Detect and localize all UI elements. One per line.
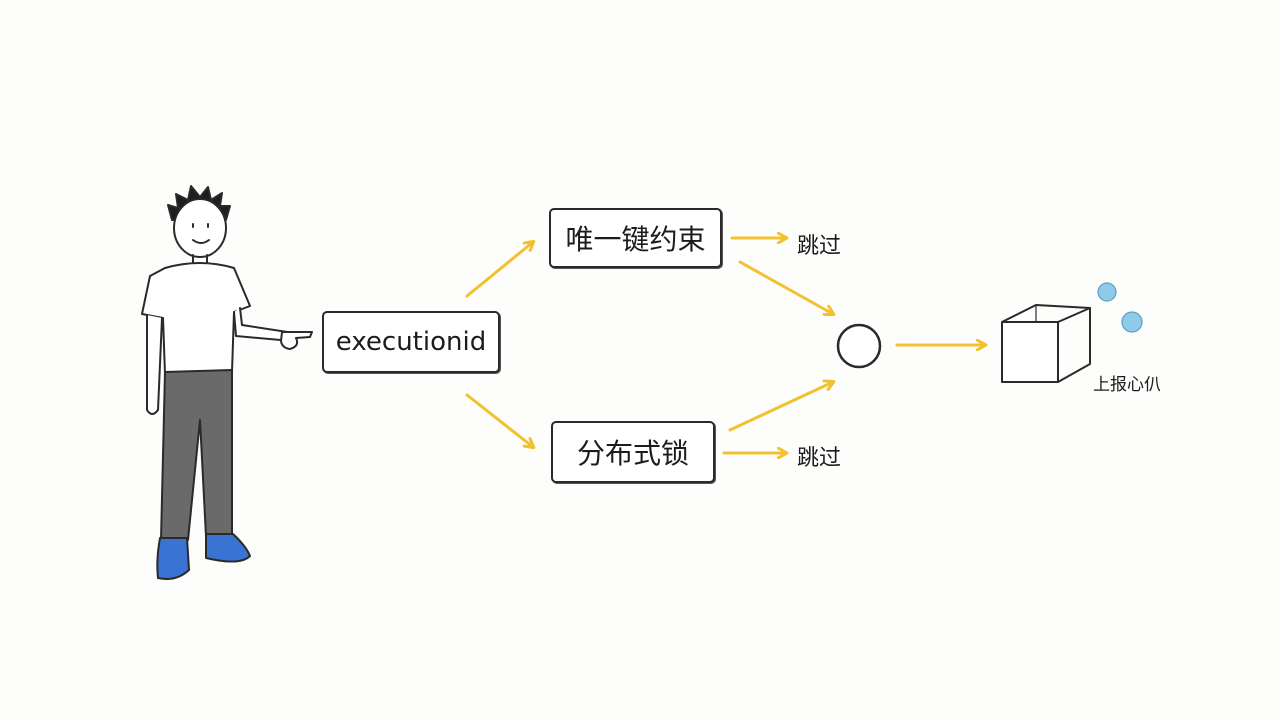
- bubbles-decoration: [1097, 282, 1143, 333]
- person-figure: [141, 185, 313, 580]
- skip-label-top: 跳过: [797, 234, 842, 259]
- merge-node-circle: [836, 323, 882, 369]
- execution-id-label: executionid: [335, 327, 487, 357]
- pants: [160, 369, 233, 541]
- t-shirt: [141, 262, 251, 375]
- right-shoe: [205, 533, 251, 563]
- flow-arrows: [465, 238, 985, 453]
- skip-label-bottom: 跳过: [797, 446, 842, 471]
- arrow-to-unique: [465, 242, 533, 298]
- left-shoe: [156, 537, 190, 580]
- pointing-hand: [280, 331, 313, 350]
- report-box-icon: [1001, 304, 1091, 383]
- arrow-to-lock: [465, 393, 533, 447]
- left-arm: [146, 314, 163, 415]
- face: [192, 223, 210, 244]
- bubble-upper: [1097, 282, 1117, 302]
- arrow-unique-merge: [738, 260, 833, 314]
- distributed-lock-label: 分布式锁: [576, 437, 689, 470]
- execution-id-node: executionid: [322, 311, 500, 373]
- distributed-lock-node: 分布式锁: [551, 421, 715, 483]
- head: [173, 198, 227, 258]
- unique-constraint-label: 唯一键约束: [565, 223, 706, 256]
- unique-constraint-node: 唯一键约束: [549, 208, 722, 268]
- report-heartbeat-label: 上报心仈: [1093, 375, 1161, 395]
- arrow-lock-merge: [728, 382, 833, 432]
- bubble-lower: [1121, 311, 1143, 333]
